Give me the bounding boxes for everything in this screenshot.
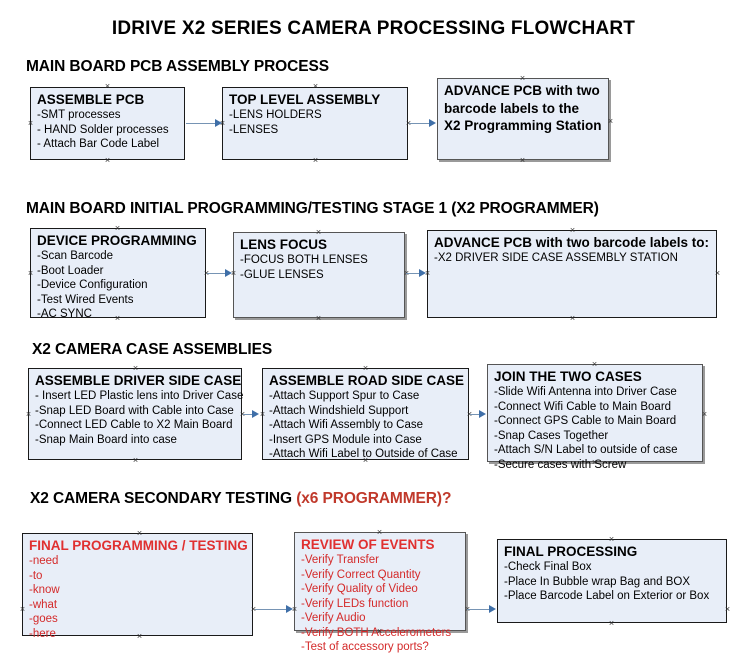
node-review-of-events[interactable]: REVIEW OF EVENTS -Verify Transfer -Verif… xyxy=(294,532,466,653)
connector-line xyxy=(207,273,226,274)
node-line: -Connect LED Cable to X2 Main Board xyxy=(35,419,233,431)
node-line: -what xyxy=(29,598,58,611)
node-final-processing[interactable]: FINAL PROCESSING -Check Final Box -Place… xyxy=(497,539,727,623)
arrow-icon xyxy=(215,119,222,127)
node-line: -Verify Transfer xyxy=(301,554,379,566)
node-final-programming-testing[interactable]: FINAL PROGRAMMING / TESTING -need -to -k… xyxy=(22,533,253,640)
section-header-accent: (x6 PROGRAMMER)? xyxy=(296,490,452,507)
node-line: -Scan Barcode xyxy=(37,250,114,262)
connector-line xyxy=(255,609,287,610)
node-line: -Attach Windshield Support xyxy=(269,404,409,417)
section-header-text: MAIN BOARD INITIAL PROGRAMMING/TESTING S… xyxy=(26,200,599,217)
node-line: -Place In Bubble wrap Bag and BOX xyxy=(504,575,691,588)
node-title: FINAL PROCESSING xyxy=(504,544,638,559)
node-title: X2 Programming Station xyxy=(444,118,602,133)
node-line: -Secure cases with Screw xyxy=(494,458,627,471)
section-header-text: X2 CAMERA SECONDARY TESTING xyxy=(30,490,297,507)
node-line: -Place Barcode Label on Exterior or Box xyxy=(504,590,710,602)
node-line: -Insert GPS Module into Case xyxy=(269,433,422,446)
arrow-icon xyxy=(479,410,486,418)
node-line: -Verify Correct Quantity xyxy=(301,568,421,581)
node-line: -Snap Main Board into case xyxy=(35,433,177,446)
node-line: -need xyxy=(29,555,59,567)
node-title: ASSEMBLE ROAD SIDE CASE xyxy=(269,373,465,388)
node-line: - Insert LED Plastic lens into Driver Ca… xyxy=(35,390,244,402)
node-title: FINAL PROGRAMMING / TESTING xyxy=(29,538,248,553)
arrow-icon xyxy=(286,605,293,613)
node-line: -FOCUS BOTH LENSES xyxy=(240,254,368,266)
node-line: -Boot Loader xyxy=(37,264,104,277)
node-top-level-assembly[interactable]: TOP LEVEL ASSEMBLY -LENS HOLDERS -LENSES xyxy=(222,87,408,160)
node-line: -SMT processes xyxy=(37,109,121,121)
node-line: -Verify BOTH Accelerometers xyxy=(301,626,452,639)
connector-line xyxy=(409,123,431,124)
connector-line xyxy=(470,414,480,415)
node-join-the-two-cases[interactable]: JOIN THE TWO CASES -Slide Wifi Antenna i… xyxy=(487,364,703,471)
connector-line xyxy=(186,123,216,124)
page-title: IDRIVE X2 SERIES CAMERA PROCESSING FLOWC… xyxy=(111,18,636,39)
node-line: -Verify Audio xyxy=(301,612,366,624)
node-line: -Device Configuration xyxy=(37,279,148,291)
arrow-icon xyxy=(489,605,496,613)
node-assemble-road-side-case[interactable]: ASSEMBLE ROAD SIDE CASE -Attach Support … xyxy=(262,368,469,460)
connector-line xyxy=(467,609,490,610)
connector-line xyxy=(243,414,254,415)
node-line: -Check Final Box xyxy=(504,561,592,573)
node-line: - Attach Bar Code Label xyxy=(37,138,160,150)
section-header-main-board-pcb-assembly-process: MAIN BOARD PCB ASSEMBLY PROCESS xyxy=(26,58,329,76)
node-line: -Snap LED Board with Cable into Case xyxy=(35,404,234,417)
node-line: -Snap Cases Together xyxy=(494,429,609,442)
node-line: -Attach Support Spur to Case xyxy=(269,390,420,402)
node-line: -Test of accessory ports? xyxy=(301,641,429,653)
node-lens-focus[interactable]: LENS FOCUS -FOCUS BOTH LENSES -GLUE LENS… xyxy=(233,232,405,318)
node-assemble-driver-side-case[interactable]: ASSEMBLE DRIVER SIDE CASE - Insert LED P… xyxy=(28,368,244,460)
node-title: ASSEMBLE DRIVER SIDE CASE xyxy=(35,373,242,388)
node-title: barcode labels to the xyxy=(444,100,580,116)
node-advance-pcb-driver-side[interactable]: ADVANCE PCB with two barcode labels to: … xyxy=(427,230,717,318)
section-header-text: X2 CAMERA CASE ASSEMBLIES xyxy=(32,341,273,358)
section-header-x2-camera-secondary-testing: X2 CAMERA SECONDARY TESTING (x6 PROGRAMM… xyxy=(30,490,451,508)
node-line: -Connect Wifi Cable to Main Board xyxy=(494,400,672,413)
node-title: ADVANCE PCB with two barcode labels to: xyxy=(434,235,710,250)
section-header-x2-camera-case-assemblies: X2 CAMERA CASE ASSEMBLIES xyxy=(32,341,272,359)
node-line: -LENSES xyxy=(229,123,279,136)
node-line: -GLUE LENSES xyxy=(240,268,324,281)
node-title: ASSEMBLE PCB xyxy=(37,92,145,107)
arrow-icon xyxy=(225,269,232,277)
node-line: -goes xyxy=(29,613,58,625)
node-line: -Verify Quality of Video xyxy=(301,583,418,595)
section-header-text: MAIN BOARD PCB ASSEMBLY PROCESS xyxy=(26,58,329,75)
node-title: LENS FOCUS xyxy=(240,237,328,252)
section-header-main-board-initial-programming: MAIN BOARD INITIAL PROGRAMMING/TESTING S… xyxy=(26,200,599,218)
node-line: - HAND Solder processes xyxy=(37,123,169,136)
node-line: -Verify LEDs function xyxy=(301,597,409,610)
node-line: -Test Wired Events xyxy=(37,293,134,306)
node-title: JOIN THE TWO CASES xyxy=(494,369,642,384)
node-advance-pcb-programming-station[interactable]: ADVANCE PCB with two barcode labels to t… xyxy=(437,78,609,160)
arrow-icon xyxy=(419,269,426,277)
node-line: -Attach Wifi Assembly to Case xyxy=(269,419,424,431)
node-line: -AC SYNC xyxy=(37,308,92,320)
connector-line xyxy=(406,273,421,274)
node-title: TOP LEVEL ASSEMBLY xyxy=(229,92,381,107)
node-line: -LENS HOLDERS xyxy=(229,109,322,121)
node-assemble-pcb[interactable]: ASSEMBLE PCB -SMT processes - HAND Solde… xyxy=(30,87,185,160)
node-title: ADVANCE PCB with two xyxy=(444,83,600,98)
node-line: -here xyxy=(29,627,56,640)
node-title: DEVICE PROGRAMMING xyxy=(37,233,197,248)
node-line: -Attach Wifi Label to Outside of Case xyxy=(269,448,458,460)
node-title: REVIEW OF EVENTS xyxy=(301,537,435,552)
node-line: -Connect GPS Cable to Main Board xyxy=(494,415,677,427)
node-device-programming[interactable]: DEVICE PROGRAMMING -Scan Barcode -Boot L… xyxy=(30,228,206,320)
node-line: -Slide Wifi Antenna into Driver Case xyxy=(494,386,677,398)
arrow-icon xyxy=(252,410,259,418)
node-line: -X2 DRIVER SIDE CASE ASSEMBLY STATION xyxy=(434,252,678,264)
node-line: -Attach S/N Label to outside of case xyxy=(494,444,678,456)
node-line: -know xyxy=(29,584,60,596)
arrow-icon xyxy=(429,119,436,127)
node-line: -to xyxy=(29,569,43,582)
